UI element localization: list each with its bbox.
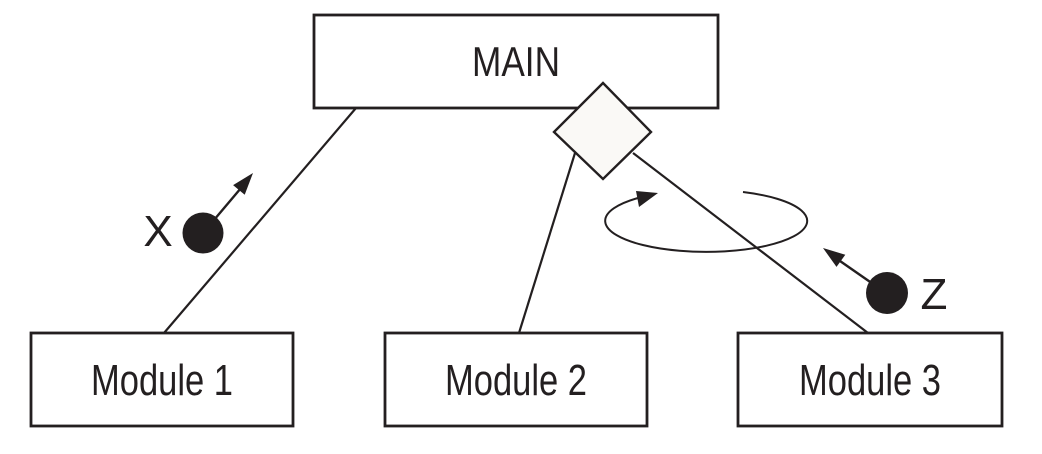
module1-node-box [29,331,295,428]
module3-node-box [736,331,1004,428]
connector-diamond-to-module3 [632,152,869,334]
data-flow-x: X [143,173,253,256]
data-flow-x-circle [182,212,224,254]
loop-arc [604,191,809,253]
loop-arrow-icon [604,191,809,253]
connector-lines [163,107,869,334]
module1-node: Module 1 [29,331,295,428]
main-node-box [312,13,720,110]
data-flow-z-circle [866,272,908,314]
main-node-label: MAIN [472,38,560,85]
decision-diamond-icon [552,81,653,181]
connector-main-to-module1 [163,107,357,334]
data-flow-x-label: X [143,207,172,256]
data-flow-z-label: Z [921,270,948,319]
loop-arrowhead [636,191,658,207]
module3-node: Module 3 [736,331,1004,428]
module2-node: Module 2 [383,331,649,428]
data-flow-x-arrowhead [233,173,253,195]
data-flow-z: Z [823,248,947,319]
data-flow-z-arrowhead [823,248,846,267]
module3-node-label: Module 3 [799,356,941,405]
connector-diamond-to-module2 [517,152,577,334]
module1-node-label: Module 1 [91,356,233,405]
module2-node-box [383,331,649,428]
module2-node-label: Module 2 [445,356,587,405]
